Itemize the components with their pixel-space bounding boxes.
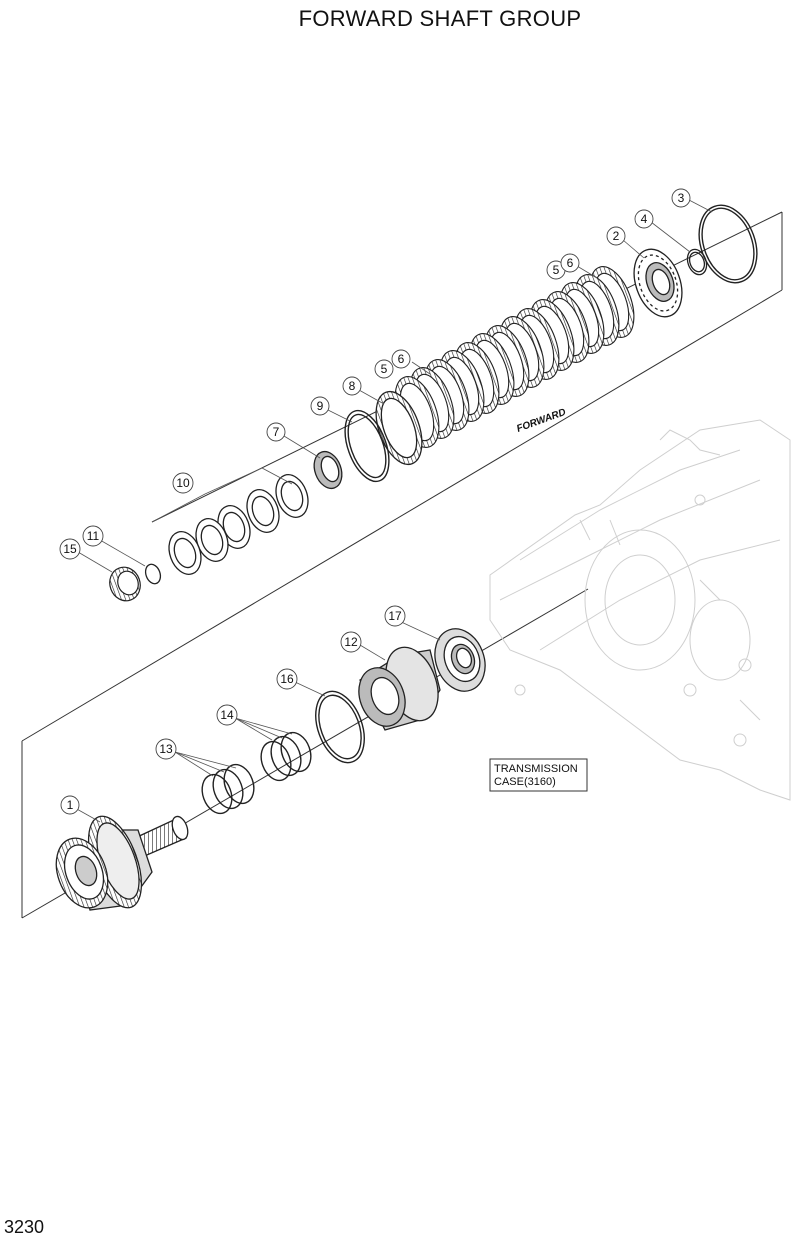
svg-text:7: 7 (273, 425, 280, 439)
part-10-thrust-washers (168, 474, 309, 575)
part-1-forward-shaft (55, 815, 189, 911)
callout-11: 11 (82, 525, 104, 547)
callout-13: 13 (155, 738, 177, 760)
svg-text:1: 1 (67, 798, 74, 812)
svg-text:10: 10 (176, 476, 190, 490)
svg-text:16: 16 (280, 672, 294, 686)
callout-5-lower: 5 (374, 359, 394, 379)
callout-9: 9 (310, 396, 330, 416)
callout-14: 14 (216, 704, 238, 726)
svg-text:6: 6 (567, 256, 574, 270)
part-3-oring (698, 204, 758, 284)
svg-text:12: 12 (344, 635, 358, 649)
callouts: 3 4 2 5 6 5 6 8 9 7 10 11 15 17 12 16 14… (59, 188, 691, 815)
svg-text:TRANSMISSION: TRANSMISSION (494, 763, 578, 775)
part-12-hub (358, 646, 441, 731)
part-16-snap-ring (315, 690, 365, 764)
leader-lines (74, 199, 713, 823)
svg-text:14: 14 (220, 708, 234, 722)
callout-6-lower: 6 (391, 349, 411, 369)
callout-2: 2 (606, 226, 626, 246)
callout-17: 17 (384, 605, 406, 627)
callout-6-upper: 6 (560, 253, 580, 273)
svg-text:9: 9 (317, 399, 324, 413)
svg-text:13: 13 (159, 742, 173, 756)
callout-3: 3 (671, 188, 691, 208)
transmission-case-label: TRANSMISSION CASE(3160) (489, 758, 588, 792)
callout-5-upper: 5 (546, 260, 566, 280)
page-number: 3230 (4, 1217, 45, 1237)
transmission-case-outline (489, 419, 791, 801)
svg-text:15: 15 (63, 542, 77, 556)
callout-1: 1 (60, 795, 80, 815)
svg-text:5: 5 (553, 263, 560, 277)
part-7-spacer (313, 450, 343, 490)
part-2-piston (633, 248, 683, 318)
part-9-snap-ring (344, 409, 390, 483)
assembly-frame (21, 211, 783, 919)
part-4-oring (686, 248, 708, 276)
callout-15: 15 (59, 538, 81, 560)
svg-text:CASE(3160): CASE(3160) (494, 776, 556, 788)
svg-text:11: 11 (87, 529, 100, 543)
svg-text:6: 6 (398, 352, 405, 366)
callout-4: 4 (634, 209, 654, 229)
svg-text:17: 17 (388, 609, 402, 623)
part-17-ball-bearing (434, 628, 486, 692)
svg-text:3: 3 (678, 191, 685, 205)
clutch-disc-stack (394, 266, 635, 448)
svg-text:8: 8 (349, 379, 356, 393)
part-13-seal-rings (201, 763, 255, 815)
callout-8: 8 (342, 376, 362, 396)
callout-7: 7 (266, 422, 286, 442)
callout-10: 10 (172, 472, 194, 494)
part-11-snap-ring (144, 563, 162, 585)
svg-text:2: 2 (613, 229, 620, 243)
callout-16: 16 (276, 668, 298, 690)
forward-marking: FORWARD (515, 407, 567, 435)
page-title: FORWARD SHAFT GROUP (298, 6, 582, 31)
callout-12: 12 (340, 631, 362, 653)
part-15-needle-bearing (109, 566, 141, 602)
svg-text:5: 5 (381, 362, 388, 376)
part-14-seal-rings (260, 731, 312, 782)
svg-text:4: 4 (641, 212, 648, 226)
